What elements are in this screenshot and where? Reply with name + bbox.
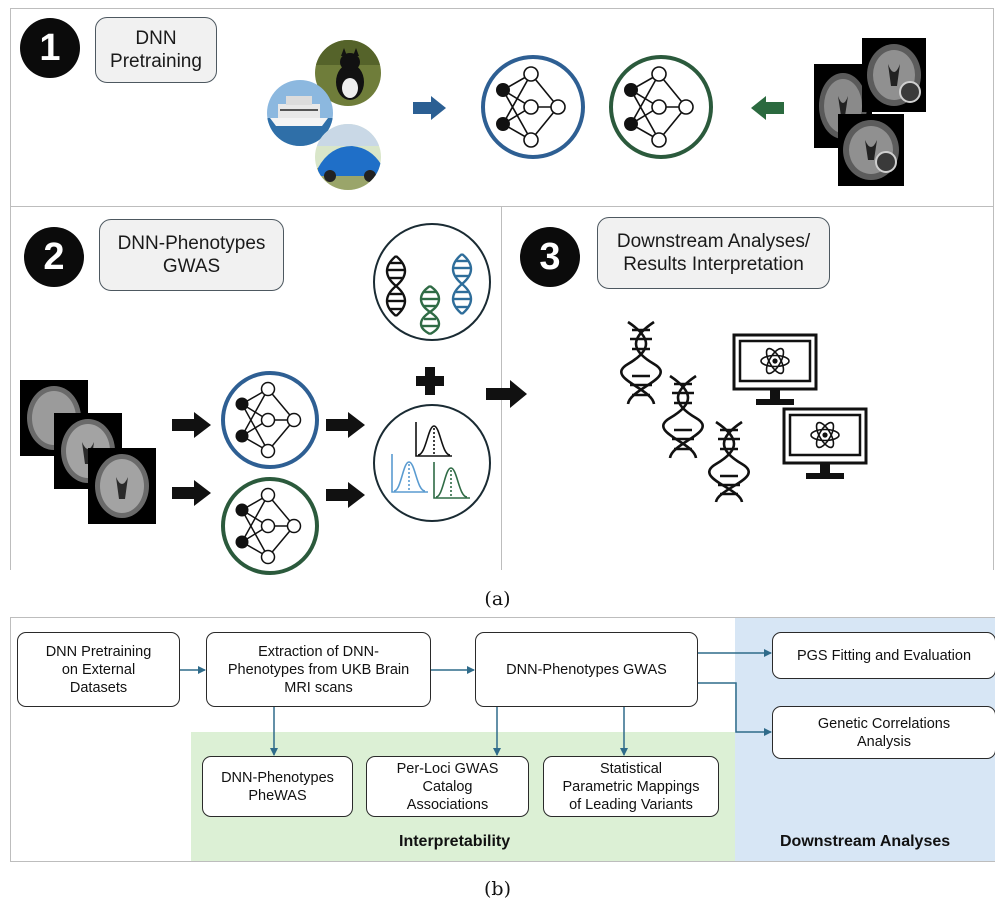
blue-network-icon	[221, 371, 319, 469]
mri-slice-2	[862, 38, 926, 112]
distribution-plot-blue	[391, 454, 428, 493]
box-statistical-parametric: Statistical Parametric Mappings of Leadi…	[543, 756, 719, 817]
box-text: PheWAS	[248, 787, 307, 804]
step-3-title: Downstream Analyses/ Results Interpretat…	[597, 217, 830, 289]
distribution-circle-icon	[373, 404, 491, 522]
box-genetic-correlations: Genetic Correlations Analysis	[772, 706, 995, 759]
box-text: Analysis	[857, 733, 911, 750]
dna-helix-black	[385, 255, 407, 317]
caption-b: (b)	[484, 878, 511, 900]
box-text: Genetic Correlations	[817, 715, 951, 732]
plus-icon	[416, 367, 444, 395]
distribution-plot-black	[415, 422, 452, 457]
mri-slice-3	[838, 114, 904, 186]
downstream-analyses-label: Downstream Analyses	[780, 833, 951, 850]
dna-helix-blue	[451, 253, 473, 315]
monitor-atom-icon	[732, 333, 818, 405]
step-2-title: DNN-Phenotypes GWAS	[99, 219, 284, 291]
box-per-loci: Per-Loci GWAS Catalog Associations	[366, 756, 529, 817]
blue-network-icon	[481, 55, 585, 159]
dna-circle-icon	[373, 223, 491, 341]
box-text: PGS Fitting and Evaluation	[796, 647, 972, 664]
box-text: DNN-Phenotypes GWAS	[506, 661, 667, 678]
box-text: MRI scans	[284, 679, 353, 696]
step-1-title-line1: DNN	[135, 28, 177, 49]
step-1-title-line2: Pretraining	[110, 51, 202, 72]
black-arrow-icon	[326, 412, 365, 438]
step-3-badge: 3	[520, 227, 580, 287]
panel-a-frame	[10, 8, 994, 570]
interpretability-label: Interpretability	[399, 833, 511, 850]
box-text: Datasets	[69, 679, 128, 696]
step-1-badge: 1	[20, 18, 80, 78]
arrow-gwas-to-gencorr	[698, 682, 772, 736]
box-text: Per-Loci GWAS	[396, 760, 499, 777]
box-text: Phenotypes from UKB Brain	[227, 661, 410, 678]
tumor-mri-stack	[814, 38, 926, 186]
box-text: DNN Pretraining	[45, 643, 152, 660]
step-1-title: DNN Pretraining	[95, 17, 217, 83]
box-text: Parametric Mappings	[562, 778, 700, 795]
step-3-title-line2: Results Interpretation	[623, 254, 804, 275]
box-text: Statistical	[599, 760, 663, 777]
brain-mri-slice-3	[88, 448, 156, 524]
box-text: Extraction of DNN-	[258, 643, 379, 660]
box-phewas: DNN-Phenotypes PheWAS	[202, 756, 353, 817]
black-arrow-icon	[326, 482, 365, 508]
panel-b-frame	[10, 617, 995, 862]
box-text: on External	[61, 661, 136, 678]
box-dnn-phenotypes-gwas: DNN-Phenotypes GWAS	[475, 632, 698, 707]
black-arrow-icon	[172, 480, 211, 506]
step-3-title-line1: Downstream Analyses/	[616, 231, 811, 252]
box-text: of Leading Variants	[569, 796, 693, 813]
dna-helix-icon	[619, 320, 663, 405]
distribution-plot-green	[433, 462, 470, 499]
box-text: DNN-Phenotypes	[221, 769, 334, 786]
box-text: Associations	[406, 796, 489, 813]
dna-helix-icon	[707, 420, 751, 503]
box-pgs-fitting: PGS Fitting and Evaluation	[772, 632, 995, 679]
ship-image	[267, 80, 333, 146]
caption-a: (a)	[484, 588, 511, 610]
panel-a-divider-horizontal	[10, 206, 994, 207]
dna-helix-icon	[661, 374, 705, 459]
step-2-title-line1: DNN-Phenotypes	[117, 233, 266, 254]
box-text: Catalog	[422, 778, 473, 795]
blue-arrow-icon	[413, 96, 446, 120]
box-dnn-pretraining: DNN Pretraining on External Datasets	[17, 632, 180, 707]
green-network-icon	[221, 477, 319, 575]
dna-helix-green	[419, 285, 441, 336]
green-network-icon	[609, 55, 713, 159]
black-arrow-icon	[172, 412, 211, 438]
green-arrow-icon	[751, 96, 784, 120]
box-extraction: Extraction of DNN- Phenotypes from UKB B…	[206, 632, 431, 707]
step-2-title-line2: GWAS	[162, 256, 221, 277]
black-arrow-icon	[486, 380, 527, 408]
monitor-atom-icon	[782, 407, 868, 479]
step-2-badge: 2	[24, 227, 84, 287]
brain-mri-stack	[20, 380, 156, 524]
car-image	[315, 124, 381, 190]
